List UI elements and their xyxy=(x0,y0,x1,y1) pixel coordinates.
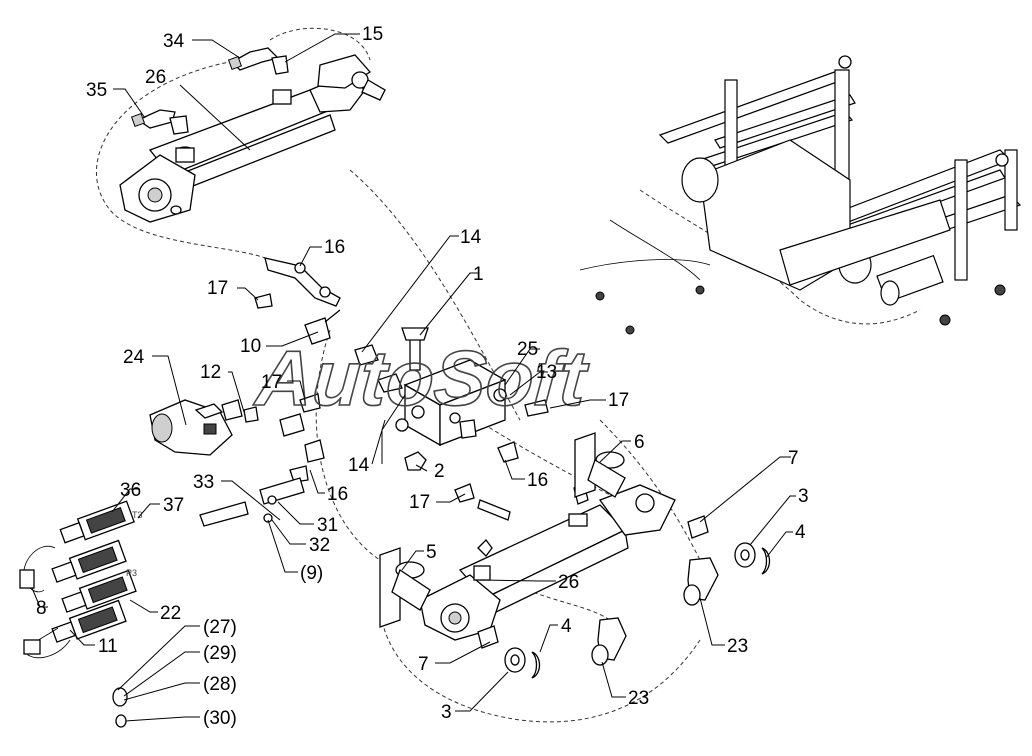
callout-14-b: 14 xyxy=(348,455,370,476)
callout-33: 33 xyxy=(193,472,214,493)
coupler-mark-p3: P3 xyxy=(126,568,137,578)
callout-30: (30) xyxy=(203,708,237,729)
hose-fittings-23 xyxy=(591,557,719,666)
callout-37: 37 xyxy=(163,495,184,516)
washers-pins xyxy=(477,515,771,679)
callout-36: 36 xyxy=(120,480,141,501)
quick-couplers xyxy=(19,500,137,659)
callout-7-b: 7 xyxy=(418,654,429,675)
callout-4-b: 4 xyxy=(561,616,572,637)
watermark-text: AutoSoft xyxy=(251,334,591,422)
hydraulic-cylinder-bottom xyxy=(419,483,676,641)
callout-3-a: 3 xyxy=(798,486,809,507)
manifold-block xyxy=(354,327,549,471)
callout-13: 13 xyxy=(536,362,557,383)
callout-25: 25 xyxy=(517,339,538,360)
callout-22: 22 xyxy=(160,603,181,624)
callout-32: 32 xyxy=(309,535,330,556)
callout-17-c: 17 xyxy=(608,390,629,411)
callout-1: 1 xyxy=(473,264,484,285)
callout-labels: 34 15 35 26 16 17 14 1 10 24 12 17 25 13… xyxy=(36,24,809,729)
bracket-5 xyxy=(379,547,431,628)
callout-9: (9) xyxy=(300,563,323,584)
hydraulic-cylinder-top xyxy=(119,54,386,223)
fittings-center xyxy=(199,257,519,527)
tractor-frame xyxy=(579,55,1022,335)
callout-29: (29) xyxy=(203,643,237,664)
callout-15: 15 xyxy=(362,24,383,45)
callout-8: 8 xyxy=(36,598,47,619)
callout-16-c: 16 xyxy=(327,484,348,505)
callout-10: 10 xyxy=(240,336,261,357)
callout-26-top: 26 xyxy=(145,67,166,88)
bracket-6 xyxy=(574,432,626,498)
callout-27: (27) xyxy=(203,617,237,638)
coupler-mark-t3: T3 xyxy=(132,510,143,520)
leader-lines xyxy=(31,33,796,722)
callout-11: 11 xyxy=(98,636,118,657)
callout-3-b: 3 xyxy=(441,702,452,723)
callout-6: 6 xyxy=(634,432,645,453)
callout-35: 35 xyxy=(86,80,107,101)
hose-routes xyxy=(95,27,921,723)
callout-17-d: 17 xyxy=(409,492,430,513)
rings-27-30 xyxy=(112,687,128,728)
valve-24 xyxy=(149,399,233,456)
callout-28: (28) xyxy=(203,674,237,695)
callout-26-bottom: 26 xyxy=(558,572,579,593)
callout-31: 31 xyxy=(317,515,338,536)
callout-23-a: 23 xyxy=(727,636,748,657)
fittings-top xyxy=(130,47,289,135)
callout-12: 12 xyxy=(200,362,221,383)
callout-16-b: 16 xyxy=(527,470,548,491)
callout-34: 34 xyxy=(163,31,185,52)
callout-2: 2 xyxy=(434,461,445,482)
callout-5: 5 xyxy=(426,542,437,563)
callout-16-a: 16 xyxy=(324,237,345,258)
callout-23-b: 23 xyxy=(628,688,649,709)
callout-14-a: 14 xyxy=(460,227,482,248)
callout-7-a: 7 xyxy=(788,448,799,469)
callout-4-a: 4 xyxy=(795,522,806,543)
callout-17-b: 17 xyxy=(261,372,282,393)
callout-24: 24 xyxy=(123,347,145,368)
callout-17-a: 17 xyxy=(207,278,228,299)
